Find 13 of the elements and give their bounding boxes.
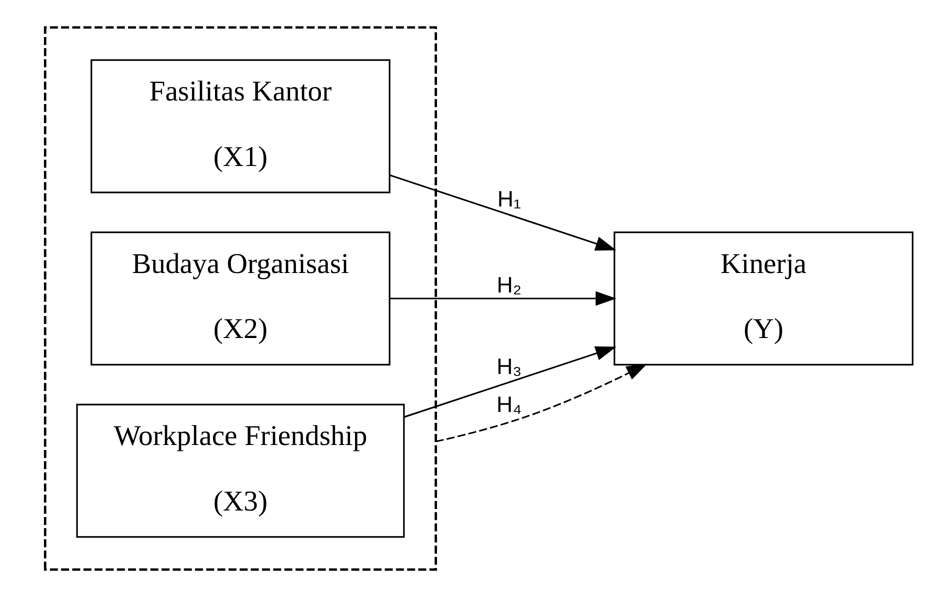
edge-label: H₃	[496, 354, 522, 379]
cluster	[44, 26, 438, 571]
edge-label: H₂	[496, 272, 522, 298]
edge-label: H₄	[496, 392, 522, 418]
arrow	[436, 364, 648, 442]
node-box: Workplace Friendship (X3)	[76, 404, 405, 538]
arrow	[404, 346, 616, 418]
node-box: Kinerja (Y)	[614, 232, 914, 366]
node-box: Budaya Organisasi (X2)	[90, 232, 390, 366]
arrow	[390, 291, 616, 306]
arrow	[389, 174, 616, 251]
edge-label: H₁	[497, 186, 522, 212]
node-box: Fasilitas Kantor (X1)	[90, 59, 390, 194]
